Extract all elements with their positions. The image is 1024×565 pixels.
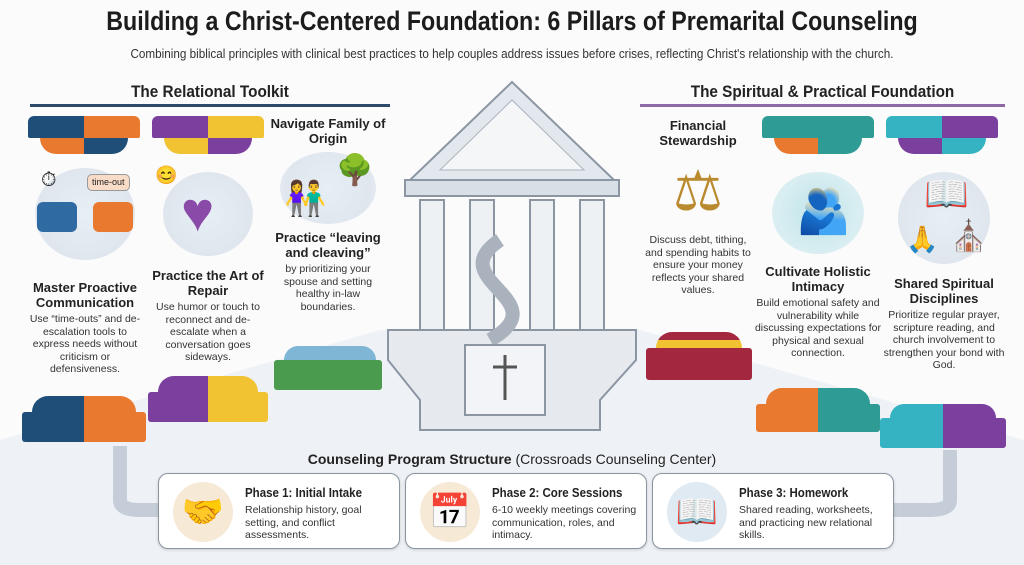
pillar-base-ring xyxy=(284,346,376,360)
pillar-base-ring xyxy=(890,404,996,418)
program-heading-note: (Crossroads Counseling Center) xyxy=(515,451,717,467)
phase-description: 6-10 weekly meetings covering communicat… xyxy=(492,504,637,541)
temple-icon xyxy=(387,80,637,431)
pillar-description: Use “time-outs” and de-escalation tools … xyxy=(29,313,141,375)
phase-title: Phase 1: Initial Intake xyxy=(245,486,362,500)
embracing-couple-icon: 🫂 xyxy=(772,172,864,254)
pillar-capital xyxy=(28,116,140,138)
section-heading-spiritual: The Spiritual & Practical Foundation xyxy=(690,82,955,101)
book-pencil-icon: 📖 xyxy=(667,482,727,542)
pillar-base-ring xyxy=(766,388,870,404)
time-out-label: time-out xyxy=(87,174,130,191)
phase-description: Shared reading, worksheets, and practici… xyxy=(739,504,873,541)
phase-card-2: 📅 Phase 2: Core Sessions 6-10 weekly mee… xyxy=(405,473,647,549)
pillar-description: Prioritize regular prayer, scripture rea… xyxy=(883,309,1005,371)
pillar-base xyxy=(22,412,146,442)
speech-bubbles-bridge-icon: ⏱ time-out xyxy=(35,168,135,260)
pillar-title: Shared Spiritual Disciplines xyxy=(894,276,994,306)
phase-title: Phase 3: Homework xyxy=(739,486,849,500)
program-heading-title: Counseling Program Structure xyxy=(307,451,512,467)
mended-heart-icon: ♥ 😊 xyxy=(155,166,253,256)
phase-card-3: 📖 Phase 3: Homework Shared reading, work… xyxy=(652,473,894,549)
pillar-subtitle: Practice “leaving and cleaving” xyxy=(275,230,381,260)
pillar-title: Financial Stewardship xyxy=(659,118,737,148)
pillar-title: Cultivate Holistic Intimacy xyxy=(765,264,871,294)
page-subtitle: Combining biblical principles with clini… xyxy=(130,46,894,61)
pillar-capital xyxy=(886,116,998,138)
pillar-description: Use humor or touch to reconnect and de-e… xyxy=(156,301,260,363)
handshake-icon: 🤝 xyxy=(173,482,233,542)
phase-description: Relationship history, goal setting, and … xyxy=(245,504,362,541)
calendar-chairs-icon: 📅 xyxy=(420,482,480,542)
pillar-title: Master Proactive Communication xyxy=(32,280,138,310)
family-tree-icon: 👫 🌳 xyxy=(280,152,376,224)
program-heading: Counseling Program Structure (Crossroads… xyxy=(160,451,864,468)
pillar-base xyxy=(274,360,382,390)
pillar-capital-ring xyxy=(40,138,128,154)
pillar-description: by prioritizing your spouse and setting … xyxy=(283,263,373,313)
pillar-title: Practice the Art of Repair xyxy=(152,268,264,298)
page-title: Building a Christ-Centered Foundation: 6… xyxy=(106,6,918,36)
pillar-base-ring xyxy=(32,396,136,412)
pillar-description: Build emotional safety and vulnerability… xyxy=(754,297,882,359)
divider xyxy=(30,104,390,107)
pillar-capital xyxy=(152,116,264,138)
pillar-base-ring xyxy=(158,376,258,392)
pillar-capital-ring xyxy=(164,138,252,154)
section-heading-relational: The Relational Toolkit xyxy=(131,82,289,101)
pillar-capital xyxy=(762,116,874,138)
pillar-base xyxy=(756,404,880,432)
pillar-title: Navigate Family of Origin xyxy=(270,116,386,146)
pillar-base xyxy=(880,418,1006,448)
divider xyxy=(640,104,1005,107)
pillar-base xyxy=(646,348,752,380)
balance-scale-icon: ⚖ xyxy=(672,159,724,222)
phase-title: Phase 2: Core Sessions xyxy=(492,486,623,500)
pillar-base xyxy=(148,392,268,422)
bible-church-icon: 📖 🙏 ⛪ xyxy=(898,172,990,264)
pillar-capital-ring xyxy=(898,138,986,154)
pillar-description: Discuss debt, tithing, and spending habi… xyxy=(645,234,751,296)
pillar-base-ring xyxy=(656,332,742,348)
phase-card-1: 🤝 Phase 1: Initial Intake Relationship h… xyxy=(158,473,400,549)
pillar-capital-ring xyxy=(774,138,862,154)
